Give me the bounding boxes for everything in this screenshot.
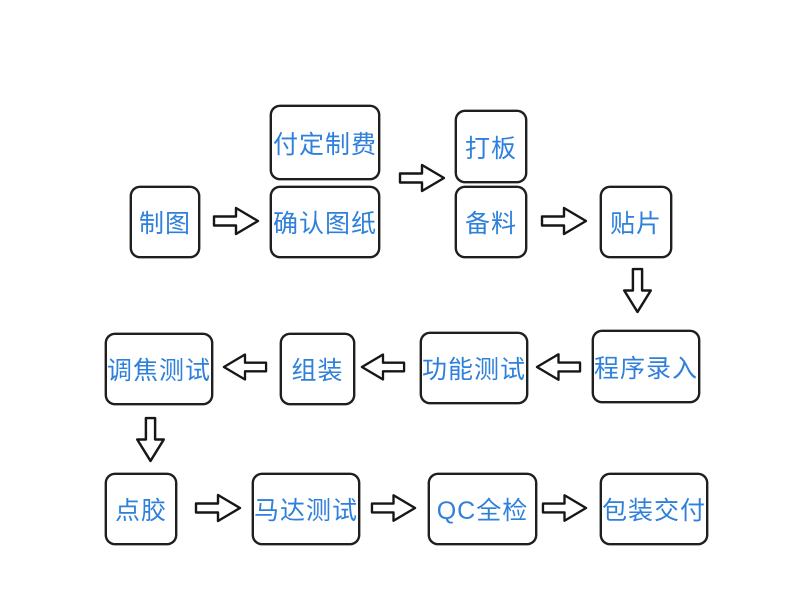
arrow-left-icon — [222, 351, 268, 383]
arrow-right-icon — [212, 205, 260, 237]
flow-node-packaging: 包装交付 — [600, 473, 708, 545]
flow-node-focus-test: 调焦测试 — [105, 333, 213, 405]
arrow-left-icon — [535, 351, 582, 383]
arrow-left-icon — [360, 351, 406, 383]
flow-node-program-entry: 程序录入 — [592, 330, 700, 403]
flow-node-pay-fee: 付定制费 — [270, 105, 380, 180]
flow-node-materials: 备料 — [455, 186, 527, 258]
flow-node-smt: 贴片 — [600, 186, 672, 258]
flow-node-confirm-drawing: 确认图纸 — [270, 186, 380, 258]
flow-node-assembly: 组装 — [280, 333, 355, 405]
flow-node-board-proto: 打板 — [455, 110, 527, 183]
arrow-right-icon — [540, 205, 588, 237]
flow-node-glue: 点胶 — [105, 473, 177, 545]
arrow-right-icon — [541, 492, 588, 524]
flow-node-qc-full: QC全检 — [428, 473, 537, 545]
arrow-right-icon — [398, 162, 446, 194]
flow-node-motor-test: 马达测试 — [252, 473, 360, 545]
arrow-right-icon — [194, 492, 242, 524]
arrow-right-icon — [370, 492, 417, 524]
flow-node-function-test: 功能测试 — [420, 332, 528, 404]
flow-node-drafting: 制图 — [130, 186, 200, 258]
arrow-down-icon — [134, 416, 167, 463]
arrow-down-icon — [621, 267, 654, 314]
